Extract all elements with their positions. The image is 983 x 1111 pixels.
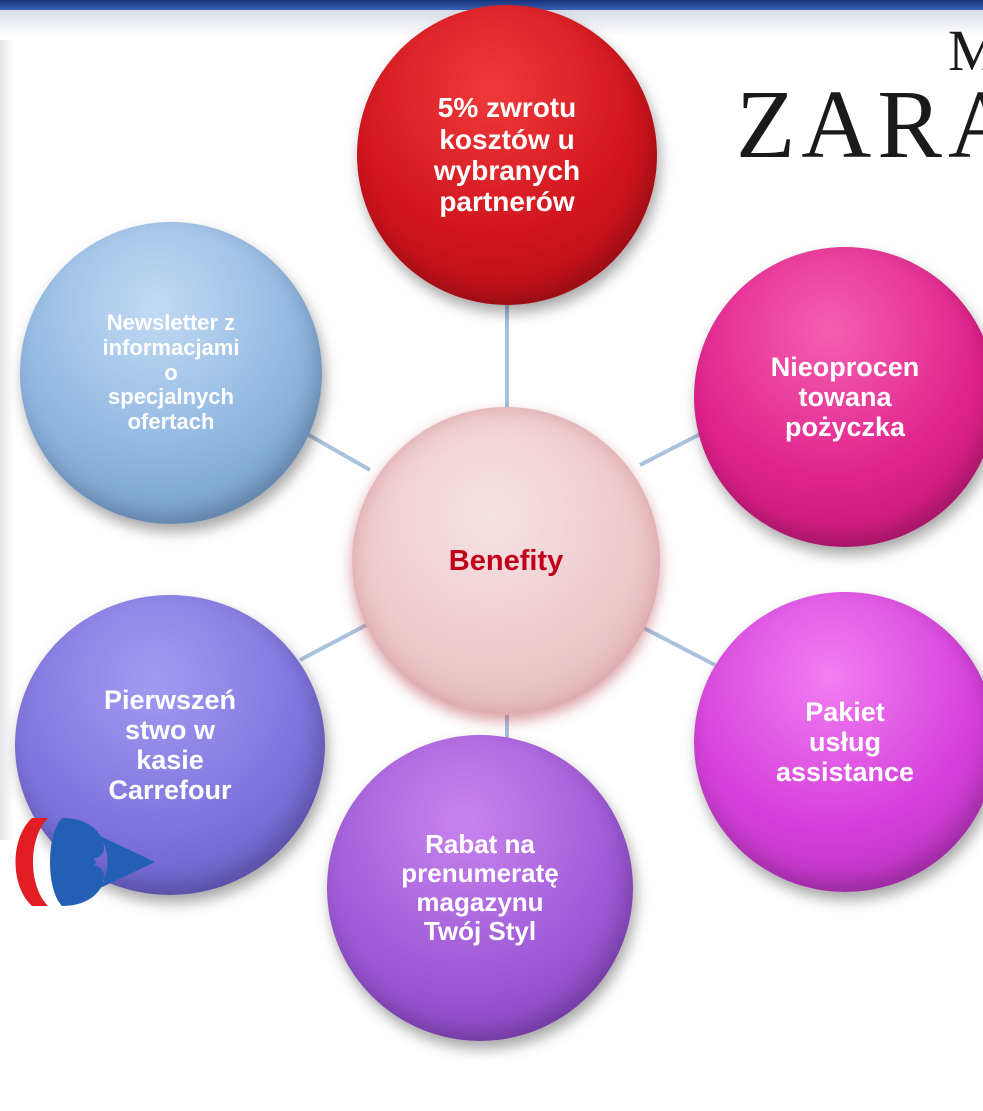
benefit-loan-label: Nieoprocen towana pożyczka bbox=[770, 351, 920, 443]
benefit-newsletter-bubble: Newsletter z informacjami o specjalnych … bbox=[20, 222, 322, 524]
center-bubble: Benefity bbox=[352, 407, 660, 715]
carrefour-logo-icon bbox=[15, 818, 155, 906]
zara-logo: ZARA bbox=[736, 71, 983, 178]
benefit-cashback-label: 5% zwrotu kosztów u wybranych partnerów bbox=[433, 92, 581, 218]
benefit-loan-bubble: Nieoprocen towana pożyczka bbox=[694, 247, 983, 547]
benefit-priority-label: Pierwszeń stwo w kasie Carrefour bbox=[103, 684, 237, 806]
benefit-magazine-label: Rabat na prenumeratę magazynu Twój Styl bbox=[401, 828, 559, 947]
connector-left-top bbox=[299, 428, 371, 472]
center-label: Benefity bbox=[448, 544, 564, 577]
benefit-magazine-bubble: Rabat na prenumeratę magazynu Twój Styl bbox=[327, 735, 633, 1041]
benefit-cashback-bubble: 5% zwrotu kosztów u wybranych partnerów bbox=[357, 5, 657, 305]
m-logo: M bbox=[948, 18, 983, 83]
left-edge-shadow bbox=[0, 40, 14, 840]
benefit-assistance-bubble: Pakiet usług assistance bbox=[694, 592, 983, 892]
benefit-newsletter-label: Newsletter z informacjami o specjalnych … bbox=[102, 310, 240, 434]
connector-left-bottom bbox=[299, 620, 373, 662]
benefit-assistance-label: Pakiet usług assistance bbox=[775, 696, 915, 788]
connector-right-bottom bbox=[637, 623, 716, 667]
